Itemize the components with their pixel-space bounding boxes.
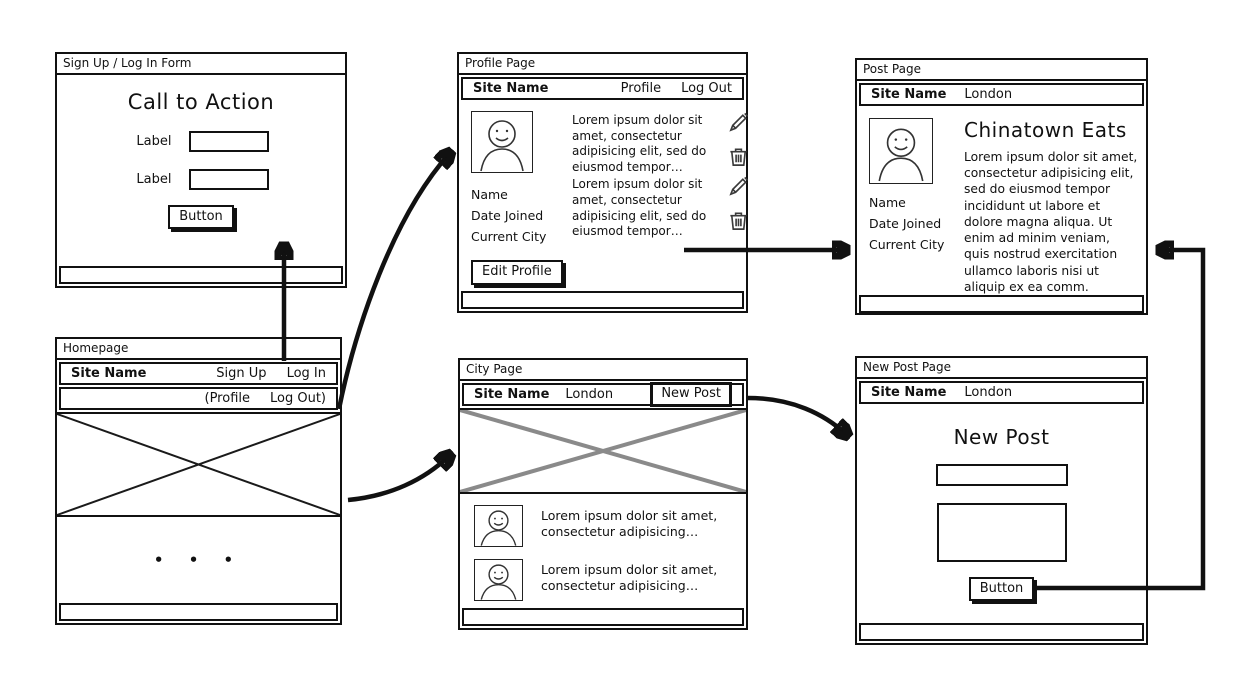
meta-date-joined-label: Date Joined — [471, 208, 544, 224]
city-post-list-item[interactable]: Lorem ipsum dolor sit amet, consectetur … — [474, 559, 736, 601]
homepage-more-content-dots: • • • — [153, 551, 244, 569]
list-item-text: Lorem ipsum dolor sit amet, consectetur … — [541, 562, 718, 594]
profile-link-alt[interactable]: (Profile — [204, 391, 251, 406]
person-avatar-icon — [480, 120, 524, 172]
signup-window-title: Sign Up / Log In Form — [57, 54, 345, 75]
logout-link-alt[interactable]: Log Out) — [270, 391, 326, 406]
new-post-window-title: New Post Page — [857, 358, 1146, 379]
call-to-action-heading: Call to Action — [127, 90, 275, 114]
signup-link[interactable]: Sign Up — [216, 366, 267, 381]
post-title-heading: Chinatown Eats — [964, 118, 1127, 142]
post-window-title: Post Page — [857, 60, 1146, 81]
new-post-navbar: Site Name London — [859, 381, 1144, 404]
homepage-navbar: Site Name Sign Up Log In — [59, 362, 338, 385]
new-post-footer-bar — [859, 623, 1144, 641]
city-image-placeholder — [460, 408, 746, 494]
signup-field-row-1: Label — [57, 131, 345, 152]
post-site-name: Site Name — [871, 87, 947, 102]
post-body-text: Lorem ipsum dolor sit amet, consectetur … — [964, 150, 1138, 294]
meta-name-label: Name — [471, 187, 508, 203]
profile-footer-bar — [461, 291, 744, 309]
field-label-1: Label — [136, 134, 172, 149]
logout-link[interactable]: Log Out — [681, 81, 732, 96]
field-label-2: Label — [136, 172, 172, 187]
signup-window: Sign Up / Log In Form Call to Action Lab… — [55, 52, 347, 288]
x-placeholder-icon — [460, 410, 746, 492]
delete-post-icon[interactable] — [727, 209, 750, 232]
new-post-submit-button[interactable]: Button — [968, 577, 1035, 602]
arrow-homepage-to-city — [347, 456, 449, 503]
city-window: City Page Site Name London New Post Lore… — [458, 358, 748, 630]
x-placeholder-icon — [57, 414, 340, 515]
post-meta-labels: Name Date Joined Current City — [869, 192, 951, 255]
arrow-homepage-to-profile — [336, 154, 449, 410]
edit-profile-button[interactable]: Edit Profile — [471, 260, 563, 285]
arrow-city-to-newpost — [747, 395, 846, 434]
signup-submit-button[interactable]: Button — [168, 205, 234, 230]
homepage-window-title: Homepage — [57, 339, 340, 360]
profile-post-text: Lorem ipsum dolor sit amet, consectetur … — [572, 177, 707, 239]
profile-link[interactable]: Profile — [620, 81, 662, 96]
homepage-image-placeholder — [57, 412, 340, 517]
signup-input-2[interactable] — [188, 169, 269, 190]
meta-current-city-label: Current City — [869, 237, 945, 252]
new-post-button[interactable]: New Post — [650, 382, 732, 407]
city-navbar: Site Name London New Post — [462, 382, 744, 407]
delete-post-icon[interactable] — [727, 145, 750, 168]
person-avatar-icon — [480, 510, 517, 546]
post-city-label: London — [964, 87, 1013, 102]
homepage-footer-bar — [59, 603, 338, 621]
city-window-title: City Page — [460, 360, 746, 381]
person-avatar-icon — [480, 564, 517, 600]
list-item-text: Lorem ipsum dolor sit amet, consectetur … — [541, 508, 718, 540]
city-post-list-item[interactable]: Lorem ipsum dolor sit amet, consectetur … — [474, 505, 736, 547]
city-site-name: Site Name — [474, 387, 550, 402]
list-item-avatar — [474, 505, 523, 547]
post-window: Post Page Site Name London Name Date Joi… — [855, 58, 1148, 315]
post-author-avatar — [869, 118, 933, 184]
profile-site-name: Site Name — [473, 81, 549, 96]
profile-meta-labels: Name Date Joined Current City — [471, 184, 563, 247]
meta-name-label: Name — [869, 195, 906, 210]
new-post-window: New Post Page Site Name London New Post … — [855, 356, 1148, 645]
signup-footer-bar — [59, 266, 343, 284]
homepage-alt-navbar: (Profile Log Out) — [59, 387, 338, 410]
profile-navbar: Site Name Profile Log Out — [461, 77, 744, 100]
profile-avatar — [471, 111, 533, 173]
new-post-city-label: London — [964, 385, 1013, 400]
edit-post-icon[interactable] — [727, 175, 750, 198]
meta-date-joined-label: Date Joined — [869, 216, 942, 231]
person-avatar-icon — [878, 128, 924, 182]
signup-field-row-2: Label — [57, 169, 345, 190]
post-navbar: Site Name London — [859, 83, 1144, 106]
new-post-title-input[interactable] — [935, 464, 1068, 486]
post-footer-bar — [859, 294, 1144, 313]
new-post-heading: New Post — [953, 425, 1050, 449]
new-post-body-textarea[interactable] — [936, 503, 1067, 562]
login-link[interactable]: Log In — [286, 366, 326, 381]
profile-window: Profile Page Site Name Profile Log Out L… — [457, 52, 748, 313]
signup-input-1[interactable] — [188, 131, 269, 152]
homepage-site-name: Site Name — [71, 366, 147, 381]
edit-post-icon[interactable] — [727, 111, 750, 134]
homepage-window: Homepage Site Name Sign Up Log In (Profi… — [55, 337, 342, 625]
list-item-avatar — [474, 559, 523, 601]
meta-current-city-label: Current City — [471, 229, 547, 245]
profile-window-title: Profile Page — [459, 54, 746, 75]
profile-post-text: Lorem ipsum dolor sit amet, consectetur … — [572, 113, 707, 174]
city-footer-bar — [462, 608, 744, 626]
city-name-label: London — [565, 387, 614, 402]
new-post-site-name: Site Name — [871, 385, 947, 400]
